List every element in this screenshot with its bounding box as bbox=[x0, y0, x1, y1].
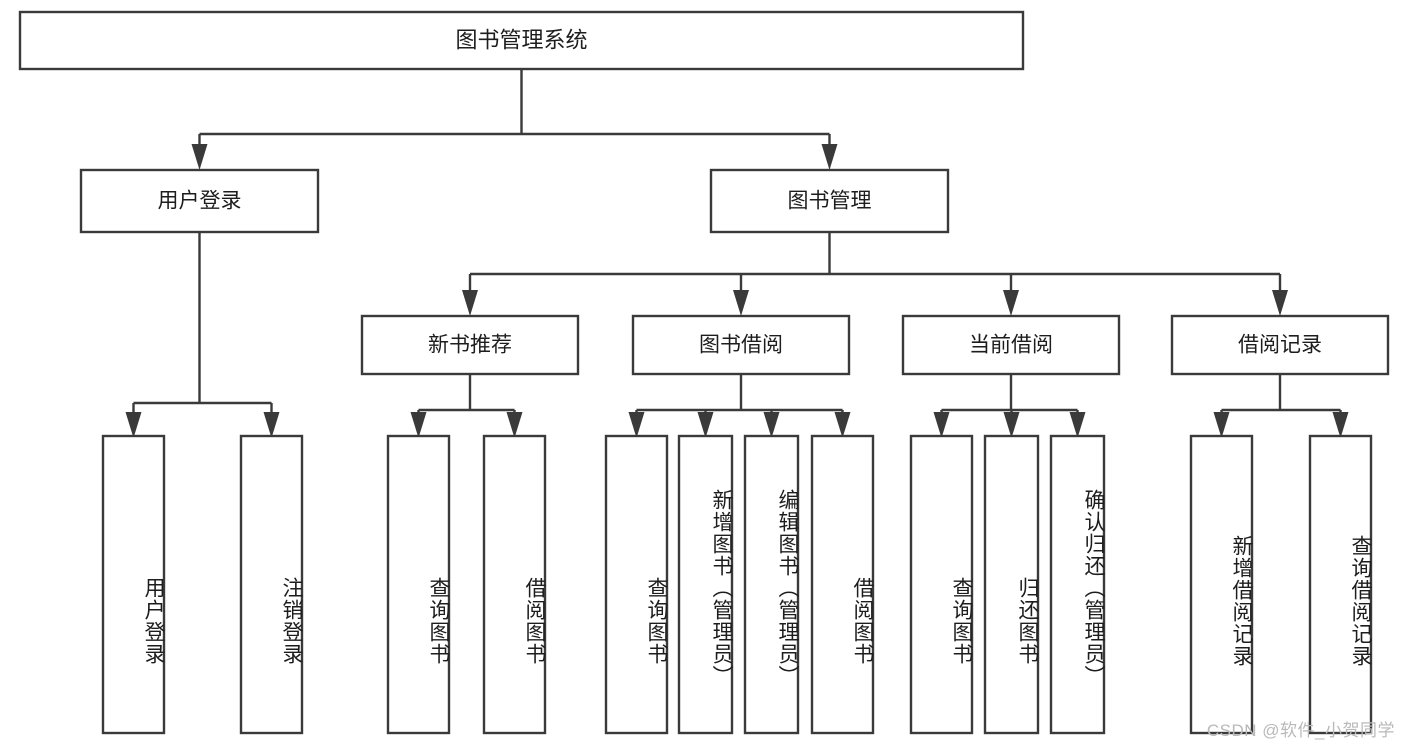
node-root-box[interactable] bbox=[18, 10, 1025, 71]
node-root-label: 图书管理系统 bbox=[455, 27, 587, 52]
node-level2-box-1[interactable] bbox=[709, 168, 950, 234]
node-level3-label-3: 借阅记录 bbox=[1238, 334, 1322, 357]
node-level2-label-0: 用户登录 bbox=[158, 190, 242, 213]
node-leaf-box-6[interactable] bbox=[743, 434, 800, 735]
node-leaf-box-11[interactable] bbox=[1189, 434, 1254, 735]
node-level3-box-3[interactable] bbox=[1170, 314, 1390, 376]
node-leaf-box-7[interactable] bbox=[810, 434, 875, 735]
node-level3-box-0[interactable] bbox=[360, 314, 580, 376]
arrow-head-icon bbox=[1213, 412, 1230, 438]
arrow-head-icon bbox=[697, 412, 714, 438]
arrow-head-icon bbox=[1003, 412, 1020, 438]
node-level2-box-0[interactable] bbox=[79, 168, 320, 234]
arrow-head-icon bbox=[628, 412, 645, 438]
watermark-text: CSDN @软件_小贺同学 bbox=[1206, 721, 1395, 740]
arrow-head-icon bbox=[191, 144, 208, 170]
node-leaf-box-0[interactable] bbox=[101, 434, 166, 735]
node-leaf-box-12[interactable] bbox=[1308, 434, 1373, 735]
arrow-head-icon bbox=[506, 412, 523, 438]
node-level3-label-2: 当前借阅 bbox=[969, 334, 1053, 357]
arrow-head-icon bbox=[1069, 412, 1086, 438]
node-leaf-box-8[interactable] bbox=[909, 434, 974, 735]
node-leaf-box-9[interactable] bbox=[983, 434, 1040, 735]
node-leaf-box-1[interactable] bbox=[239, 434, 304, 735]
arrow-head-icon bbox=[1003, 290, 1019, 316]
arrow-head-icon bbox=[462, 290, 478, 316]
arrow-head-icon bbox=[125, 412, 142, 438]
arrow-head-icon bbox=[763, 412, 780, 438]
arrow-head-icon bbox=[933, 412, 950, 438]
arrow-head-icon bbox=[410, 412, 427, 438]
node-leaf-box-5[interactable] bbox=[677, 434, 734, 735]
node-level2-label-1: 图书管理 bbox=[788, 190, 872, 213]
node-level3-box-1[interactable] bbox=[631, 314, 851, 376]
arrow-head-icon bbox=[821, 144, 838, 170]
arrow-head-icon bbox=[1332, 412, 1349, 438]
connectors-layer bbox=[125, 69, 1349, 438]
node-level3-label-1: 图书借阅 bbox=[699, 334, 783, 357]
boxes-layer bbox=[18, 10, 1390, 735]
node-leaf-box-2[interactable] bbox=[386, 434, 451, 735]
node-leaf-box-4[interactable] bbox=[604, 434, 669, 735]
node-level3-label-0: 新书推荐 bbox=[428, 334, 512, 357]
arrow-head-icon bbox=[834, 412, 851, 438]
node-leaf-box-3[interactable] bbox=[482, 434, 547, 735]
node-leaf-box-10[interactable] bbox=[1049, 434, 1106, 735]
node-level3-box-2[interactable] bbox=[901, 314, 1121, 376]
arrow-head-icon bbox=[1272, 290, 1288, 316]
arrow-head-icon bbox=[263, 412, 280, 438]
arrow-head-icon bbox=[733, 290, 749, 316]
